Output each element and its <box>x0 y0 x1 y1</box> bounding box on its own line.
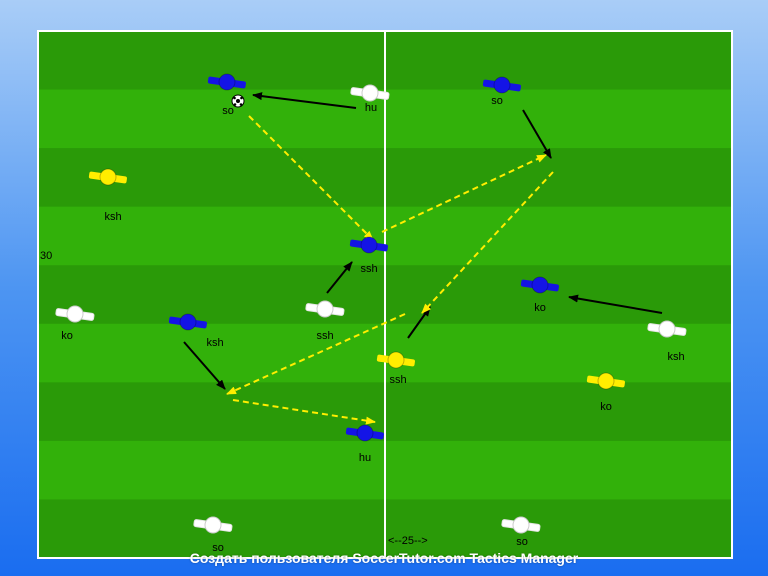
player-label: so <box>212 542 224 554</box>
player-head <box>493 76 511 94</box>
player-head <box>387 351 405 369</box>
player-head <box>218 73 236 91</box>
player-head <box>204 516 222 534</box>
player-white[interactable] <box>193 516 233 534</box>
player-head <box>361 84 379 102</box>
player-label: ksh <box>667 351 684 363</box>
player-yellow[interactable] <box>88 168 128 186</box>
player-head <box>66 305 84 323</box>
player-blue[interactable] <box>349 236 389 254</box>
player-label: ko <box>534 302 546 314</box>
run-arrow <box>326 261 353 294</box>
player-blue[interactable] <box>345 424 385 442</box>
player-yellow[interactable] <box>376 351 416 369</box>
players-layer: so hu so ksh ssh ko ko ksh ssh ssh ksh ko hu so so <box>55 73 687 554</box>
player-label: ksh <box>206 337 223 349</box>
pass-arrow <box>226 313 406 395</box>
player-head <box>512 516 530 534</box>
player-head <box>597 372 615 390</box>
player-blue[interactable] <box>207 73 247 91</box>
player-head <box>179 313 197 331</box>
player-white[interactable] <box>501 516 541 534</box>
player-head <box>658 320 676 338</box>
player-label: hu <box>359 452 371 464</box>
player-label: hu <box>365 102 377 114</box>
pass-arrow <box>421 171 554 314</box>
player-label: so <box>516 536 528 548</box>
player-head <box>99 168 117 186</box>
height-marker: 30 <box>40 250 52 262</box>
player-yellow[interactable] <box>586 372 626 390</box>
player-label: ko <box>61 330 73 342</box>
player-label: so <box>491 95 503 107</box>
player-white[interactable] <box>350 84 390 102</box>
width-marker: <--25--> <box>388 535 428 547</box>
run-arrow <box>568 294 663 314</box>
player-label: so <box>222 105 234 117</box>
player-blue[interactable] <box>482 76 522 94</box>
player-label: ksh <box>104 211 121 223</box>
player-label: ko <box>600 401 612 413</box>
player-blue[interactable] <box>520 276 560 294</box>
pass-arrow <box>232 399 376 425</box>
player-white[interactable] <box>647 320 687 338</box>
run-arrow <box>252 92 357 109</box>
player-head <box>360 236 378 254</box>
run-arrows <box>183 92 663 390</box>
player-white[interactable] <box>55 305 95 323</box>
player-head <box>356 424 374 442</box>
watermark-footer: Создать пользователя SoccerTutor.com Tac… <box>189 550 579 566</box>
ball-icon[interactable] <box>231 94 245 108</box>
player-white[interactable] <box>305 300 345 318</box>
run-arrow <box>522 109 552 159</box>
player-label: ssh <box>316 330 333 342</box>
player-head <box>316 300 334 318</box>
run-arrow <box>183 341 226 390</box>
pass-arrows <box>226 115 554 425</box>
player-label: ssh <box>389 374 406 386</box>
player-label: ssh <box>360 263 377 275</box>
player-blue[interactable] <box>168 313 208 331</box>
player-head <box>531 276 549 294</box>
pass-arrow <box>381 154 547 233</box>
